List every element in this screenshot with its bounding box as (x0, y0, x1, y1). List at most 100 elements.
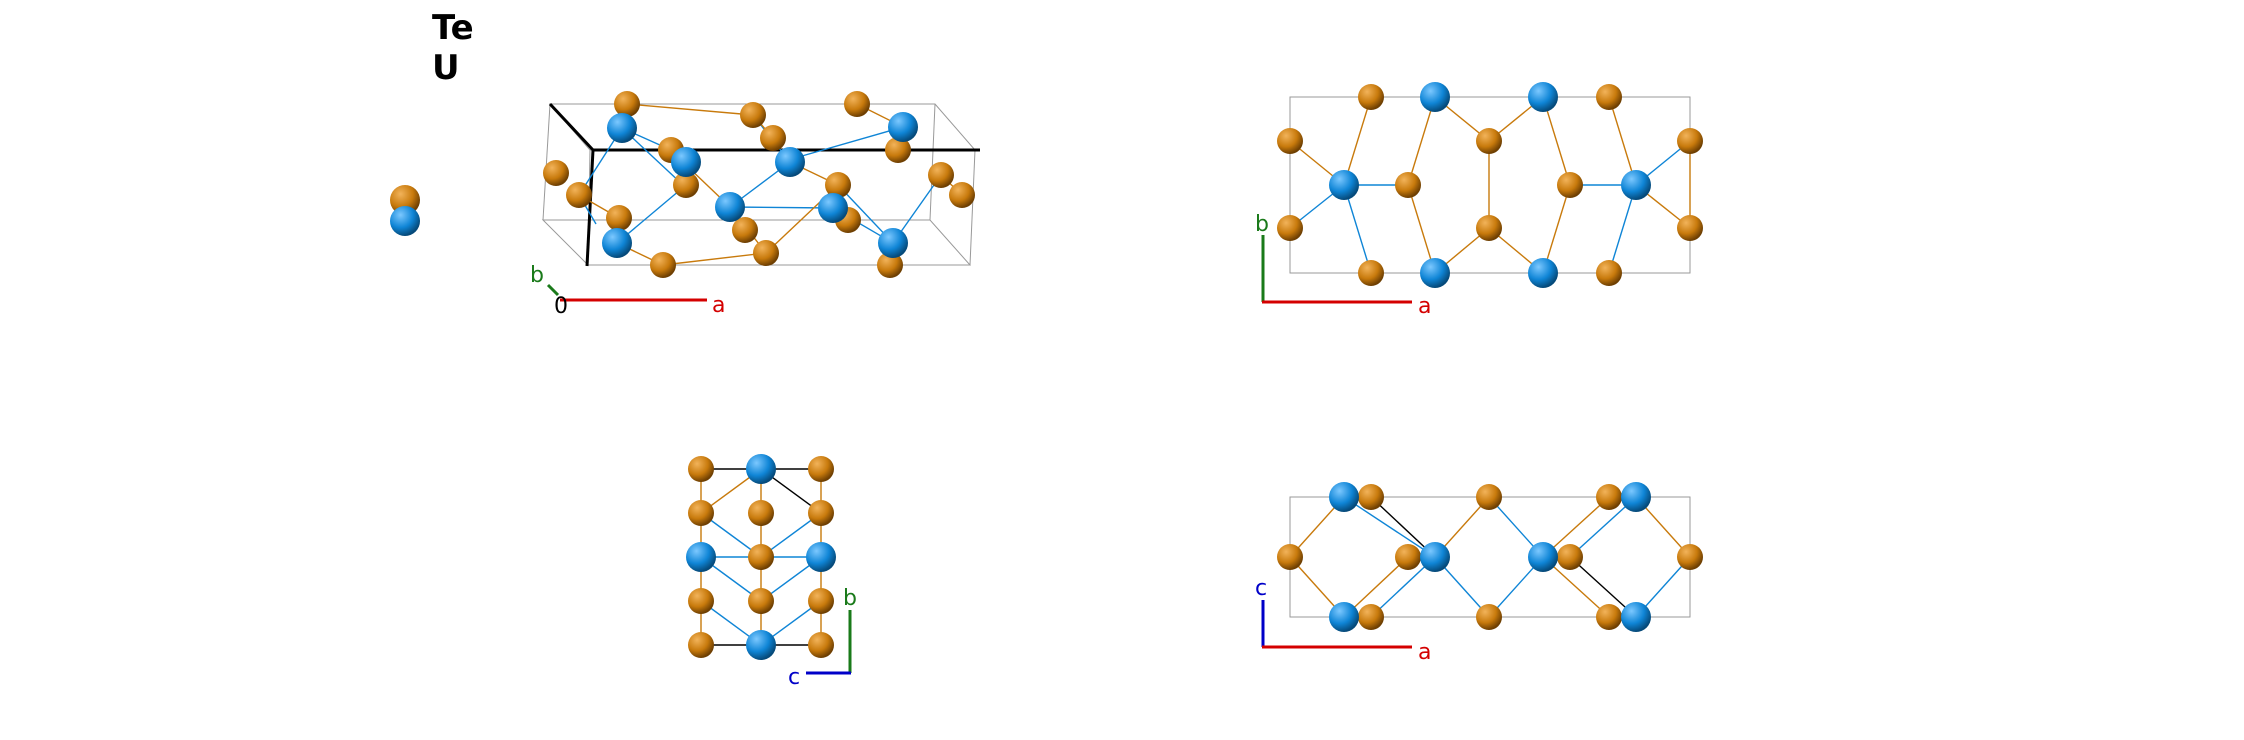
view-perspective: b 0 a (530, 91, 980, 319)
te-atom-sphere-icon (1476, 215, 1502, 241)
u-atom-sphere-icon (1329, 482, 1359, 512)
te-atom-sphere-icon (606, 205, 632, 231)
te-atom-sphere-icon (825, 172, 851, 198)
u-atom-sphere-icon (806, 542, 836, 572)
legend-te-sphere-icon (390, 185, 420, 215)
te-atom-sphere-icon (673, 172, 699, 198)
view-along-c: b a (1255, 82, 1703, 319)
bond-line (1343, 496, 1436, 558)
te-atom-sphere-icon (614, 91, 640, 117)
axis-label-b: b (843, 586, 857, 611)
te-atom-sphere-icon (1358, 484, 1384, 510)
te-atom-sphere-icon (753, 240, 779, 266)
te-atom-sphere-icon (808, 500, 834, 526)
u-atom-sphere-icon (1420, 82, 1450, 112)
u-atom-sphere-icon (775, 147, 805, 177)
te-atom-sphere-icon (885, 137, 911, 163)
te-atom-sphere-icon (1358, 84, 1384, 110)
te-atom-sphere-icon (1395, 544, 1421, 570)
unit-cell-outline (1289, 496, 1691, 618)
te-atom-sphere-icon (1277, 215, 1303, 241)
te-atom-sphere-icon (732, 217, 758, 243)
te-atom-sphere-icon (1596, 260, 1622, 286)
bond-line (662, 252, 767, 266)
u-atom-sphere-icon (746, 630, 776, 660)
te-atom-sphere-icon (760, 125, 786, 151)
view-along-a: b c (686, 454, 857, 690)
te-atom-sphere-icon (543, 160, 569, 186)
axis-arrow-line (546, 283, 560, 297)
axis-label-a: a (1418, 640, 1431, 665)
te-atom-sphere-icon (748, 588, 774, 614)
bond-line (1542, 184, 1571, 274)
te-atom-sphere-icon (1677, 215, 1703, 241)
atoms (543, 91, 975, 278)
te-atom-sphere-icon (808, 632, 834, 658)
te-atom-sphere-icon (688, 588, 714, 614)
axis-indicator-perspective: b 0 a (530, 263, 725, 319)
te-atom-sphere-icon (1358, 260, 1384, 286)
u-atom-sphere-icon (686, 542, 716, 572)
te-atom-sphere-icon (1358, 604, 1384, 630)
axis-indicator-along-c: b a (1255, 212, 1431, 319)
u-atom-sphere-icon (1420, 542, 1450, 572)
te-atom-sphere-icon (688, 500, 714, 526)
u-atom-sphere-icon (602, 228, 632, 258)
bond-line (1407, 96, 1436, 186)
u-atom-sphere-icon (818, 193, 848, 223)
cell-edge (548, 102, 595, 152)
te-atom-sphere-icon (566, 182, 592, 208)
bonds (1289, 496, 1691, 618)
te-atom-sphere-icon (688, 456, 714, 482)
axis-indicator-along-b: c a (1255, 576, 1431, 665)
u-atom-sphere-icon (746, 454, 776, 484)
te-atom-sphere-icon (1395, 172, 1421, 198)
axis-label-c: c (788, 665, 800, 690)
te-atom-sphere-icon (1476, 128, 1502, 154)
te-atom-sphere-icon (1476, 604, 1502, 630)
axis-label-origin: 0 (554, 294, 568, 319)
cell-edge (542, 103, 551, 221)
bond-line (1343, 184, 1372, 274)
axis-label-b: b (530, 263, 544, 288)
bond-line (729, 206, 834, 209)
legend-label-te: Te (432, 8, 474, 48)
bond-line (1542, 96, 1571, 186)
bond-line (626, 103, 754, 116)
axis-indicator-along-a: b c (788, 586, 857, 690)
element-legend: Te U (432, 8, 474, 88)
u-atom-sphere-icon (1621, 602, 1651, 632)
u-atom-sphere-icon (888, 112, 918, 142)
bond-line (616, 184, 687, 244)
te-atom-sphere-icon (1476, 484, 1502, 510)
te-atom-sphere-icon (1277, 544, 1303, 570)
atoms (1277, 82, 1703, 288)
axis-label-b: b (1255, 212, 1269, 237)
bond-line (1608, 96, 1637, 186)
te-atom-sphere-icon (1596, 84, 1622, 110)
u-atom-sphere-icon (1528, 82, 1558, 112)
bond-line (1343, 96, 1372, 186)
te-atom-sphere-icon (808, 588, 834, 614)
bond-line (1608, 184, 1637, 274)
legend-label-u: U (432, 48, 460, 88)
axis-label-c: c (1255, 576, 1267, 601)
te-atom-sphere-icon (748, 500, 774, 526)
te-atom-sphere-icon (1557, 172, 1583, 198)
te-atom-sphere-icon (740, 102, 766, 128)
te-atom-sphere-icon (1677, 128, 1703, 154)
atoms (686, 454, 836, 660)
u-atom-sphere-icon (1621, 482, 1651, 512)
te-atom-sphere-icon (1557, 544, 1583, 570)
bond-line (1407, 184, 1436, 274)
te-atom-sphere-icon (1277, 128, 1303, 154)
te-atom-sphere-icon (748, 544, 774, 570)
u-atom-sphere-icon (878, 228, 908, 258)
cell-edge (929, 103, 936, 221)
u-atom-sphere-icon (1621, 170, 1651, 200)
bond-line (787, 126, 904, 161)
u-atom-sphere-icon (1528, 258, 1558, 288)
te-atom-sphere-icon (949, 182, 975, 208)
axis-label-a: a (712, 293, 725, 318)
